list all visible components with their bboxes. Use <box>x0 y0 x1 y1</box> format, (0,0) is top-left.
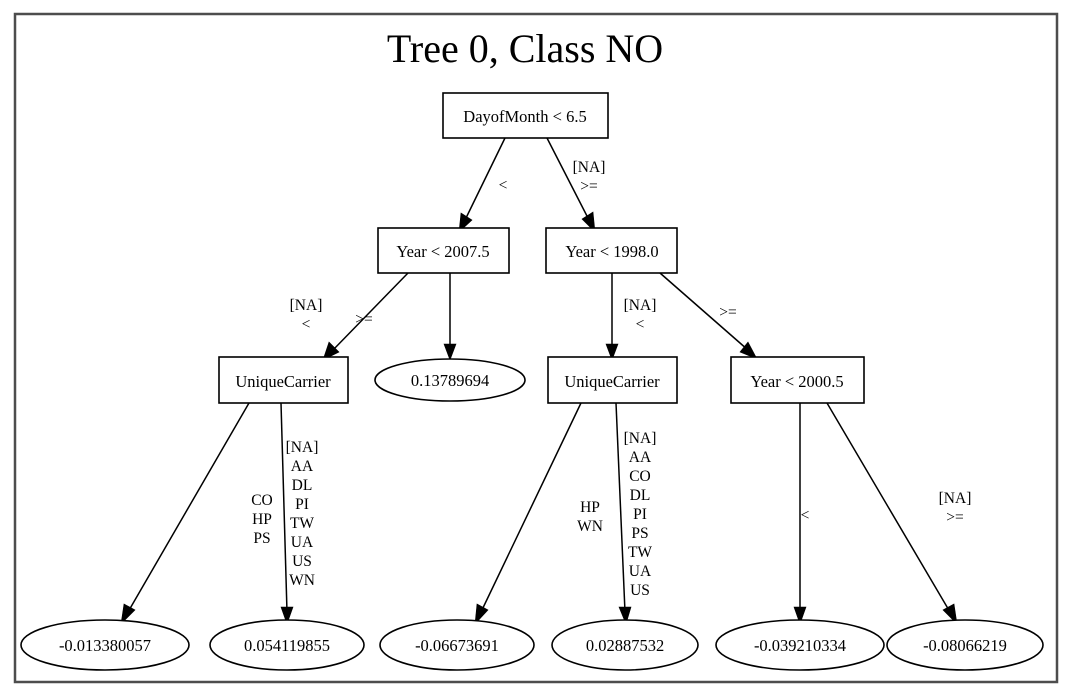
edge-label-year2007-left: [NA]< <box>290 297 323 333</box>
edge-carrier-left-to-leaf-neg0013380057 <box>120 402 250 625</box>
node-leaf-002887532-label: 0.02887532 <box>586 636 664 655</box>
node-dayofmonth-split[interactable]: DayofMonth < 6.5 <box>442 92 609 139</box>
node-uniquecarrier-right-split[interactable]: UniqueCarrier <box>547 356 678 404</box>
node-year2007-split[interactable]: Year < 2007.5 <box>377 227 510 274</box>
edge-layer <box>120 137 958 625</box>
edge-year1998-to-year2000 <box>659 272 758 360</box>
edge-year2007-to-leaf-013789694 <box>443 273 457 361</box>
node-uniquecarrier-left-label: UniqueCarrier <box>235 372 331 391</box>
edge-root-to-year1998 <box>546 137 596 233</box>
diagram-border <box>13 12 1059 684</box>
node-leaf-013789694-label: 0.13789694 <box>411 371 489 390</box>
node-year1998-split[interactable]: Year < 1998.0 <box>545 227 678 274</box>
node-leaf-neg0039210334-label: -0.039210334 <box>754 636 846 655</box>
node-leaf-neg0013380057-label: -0.013380057 <box>59 636 151 655</box>
node-leaf-neg006673691[interactable]: -0.06673691 <box>379 619 535 671</box>
edge-year1998-to-carrier-right <box>605 273 619 361</box>
node-uniquecarrier-left-split[interactable]: UniqueCarrier <box>218 356 349 404</box>
node-leaf-013789694[interactable]: 0.13789694 <box>374 358 526 402</box>
node-leaf-neg0013380057[interactable]: -0.013380057 <box>20 619 190 671</box>
edge-year2000-to-leaf-neg008066219 <box>826 402 958 625</box>
node-leaf-0054119855-label: 0.054119855 <box>244 636 330 655</box>
node-leaf-neg006673691-label: -0.06673691 <box>415 636 499 655</box>
edge-carrier-left-to-leaf-0054119855 <box>280 402 294 625</box>
edge-label-year1998-left: [NA]< <box>624 297 657 333</box>
edge-year2007-to-carrier-left <box>322 272 409 361</box>
edge-year2000-to-leaf-neg0039210334 <box>793 403 807 625</box>
page-title: Tree 0, Class NO <box>387 26 663 71</box>
node-leaf-neg0039210334[interactable]: -0.039210334 <box>715 619 885 671</box>
edge-label-year2000-left: < <box>801 507 810 524</box>
edge-label-year2000-right: [NA]>= <box>939 490 972 526</box>
edge-carrier-right-to-leaf-002887532 <box>615 402 632 625</box>
node-leaf-neg008066219-label: -0.08066219 <box>923 636 1007 655</box>
node-leaf-002887532[interactable]: 0.02887532 <box>551 619 699 671</box>
edge-label-year1998-right: >= <box>719 304 736 321</box>
node-uniquecarrier-right-label: UniqueCarrier <box>564 372 660 391</box>
node-year1998-label: Year < 1998.0 <box>565 242 658 261</box>
node-layer: DayofMonth < 6.5 Year < 2007.5 Year < 19… <box>20 92 1044 671</box>
node-dayofmonth-label: DayofMonth < 6.5 <box>463 107 586 126</box>
node-year2007-label: Year < 2007.5 <box>396 242 489 261</box>
node-year2000-label: Year < 2000.5 <box>750 372 843 391</box>
edge-carrier-right-to-leaf-neg006673691 <box>474 402 582 625</box>
edge-label-year2007-right: >= <box>355 311 372 328</box>
node-leaf-0054119855[interactable]: 0.054119855 <box>209 619 365 671</box>
node-leaf-neg008066219[interactable]: -0.08066219 <box>886 619 1044 671</box>
edge-label-root-right: [NA]>= <box>573 159 606 195</box>
edge-label-root-left: < <box>499 177 508 194</box>
node-year2000-split[interactable]: Year < 2000.5 <box>730 356 865 404</box>
